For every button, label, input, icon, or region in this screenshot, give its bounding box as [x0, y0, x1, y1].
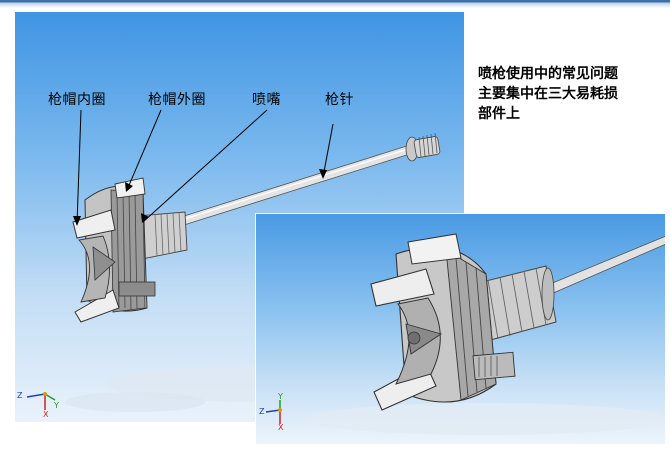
- axis-triad-main: [26, 392, 56, 410]
- note-text: 喷枪使用中的常见问题 主要集中在三大易耗损 部件上: [478, 64, 664, 124]
- leader-arrowheads: [73, 169, 327, 226]
- detail-floor-shadow: [306, 403, 665, 435]
- label-needle: 枪针: [325, 92, 354, 108]
- axis-x-label: X: [43, 410, 49, 419]
- axis-y-label: Y: [54, 401, 60, 410]
- axis-z-label: Z: [17, 391, 23, 400]
- note-line-1: 喷枪使用中的常见问题: [478, 66, 618, 82]
- detail-axis-x-label: X: [278, 423, 284, 432]
- leader-lines: [76, 109, 334, 225]
- label-nozzle: 喷嘴: [252, 92, 281, 108]
- detail-axis-z-label: Z: [259, 407, 265, 416]
- note-line-2: 主要集中在三大易耗损: [478, 86, 618, 102]
- floor-shadow-2: [65, 392, 205, 412]
- note-line-3: 部件上: [478, 106, 520, 122]
- inner-cap-part: [72, 177, 146, 323]
- needle-part: [164, 132, 441, 231]
- detail-inner-cap: [370, 233, 462, 411]
- top-rule: [0, 0, 670, 8]
- detail-axis-y-label: Y: [278, 392, 284, 401]
- axis-triad-detail: [265, 400, 282, 424]
- label-outer-ring: 枪帽外圈: [148, 92, 206, 108]
- label-inner-ring: 枪帽内圈: [48, 92, 106, 108]
- cap-detail-drawing: [265, 233, 665, 435]
- detail-view-panel: Y Z X: [255, 213, 665, 444]
